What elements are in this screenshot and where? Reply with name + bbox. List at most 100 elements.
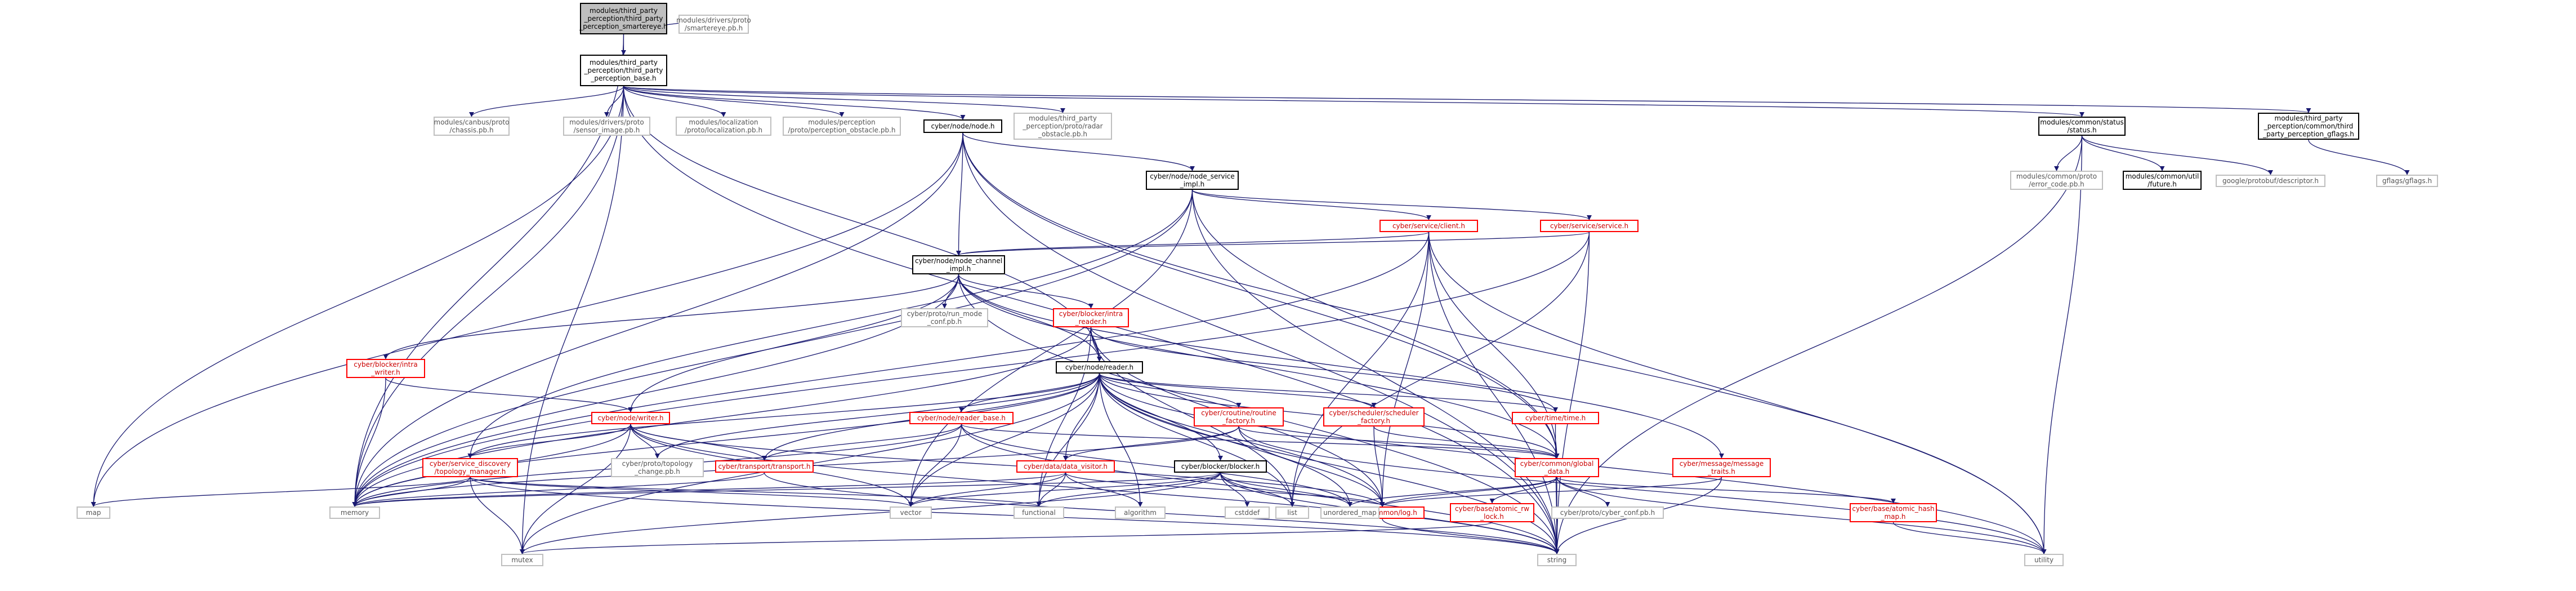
graph-node-client[interactable]: cyber/service/client.h [1379, 220, 1478, 232]
graph-node-cyberconf[interactable]: cyber/proto/cyber_conf.pb.h [1551, 506, 1664, 519]
edge-readerbase-to-string [961, 424, 1560, 554]
edge-schedfactory-to-globaldata [1373, 426, 1560, 459]
edge-status-to-future [2081, 135, 2165, 171]
graph-node-future[interactable]: modules/common/util /future.h [2123, 171, 2202, 190]
graph-node-nodeservice[interactable]: cyber/node/node_service _impl.h [1146, 171, 1239, 190]
edge-nodeh-to-map [91, 132, 963, 507]
graph-node-topochange[interactable]: cyber/proto/topology _change.pb.h [611, 458, 704, 477]
edge-blocker-to-functional [1036, 472, 1221, 507]
edge-writer-to-topochange [630, 424, 660, 459]
edge-status-to-utility [2041, 135, 2083, 554]
edge-blocker-to-list [1220, 472, 1295, 507]
graph-node-datavisitor[interactable]: cyber/data/data_visitor.h [1016, 460, 1115, 473]
graph-node-status[interactable]: modules/common/status /status.h [2038, 117, 2126, 136]
graph-node-utility[interactable]: utility [2024, 554, 2064, 566]
edge-blocker-to-memory [352, 472, 1221, 507]
edge-routinefactory-to-utility [1238, 426, 2047, 554]
edge-intrareader-to-timeh [1090, 327, 1558, 412]
edge-intrawriter-to-memory [352, 377, 386, 507]
graph-node-writer[interactable]: cyber/node/writer.h [591, 412, 670, 424]
edge-reader-to-functional [1036, 373, 1100, 507]
graph-node-sensorimage[interactable]: modules/drivers/proto /sensor_image.pb.h [563, 117, 650, 136]
graph-node-unorderedmap[interactable]: unordered_map [1320, 506, 1379, 519]
edge-service-to-nodechannel [956, 232, 1590, 256]
graph-node-smartereyepb[interactable]: modules/drivers/proto /smartereye.pb.h [676, 15, 751, 34]
graph-node-timeh[interactable]: cyber/time/time.h [1512, 412, 1599, 424]
edge-client-to-log [1379, 232, 1430, 507]
edge-datavisitor-to-memory [352, 472, 1066, 507]
graph-node-service[interactable]: cyber/service/service.h [1540, 220, 1639, 232]
edge-nodeservice-to-client [1191, 189, 1431, 220]
edge-base-to-map [91, 86, 624, 507]
edge-nodechannel-to-intrareader [958, 274, 1093, 309]
graph-node-localization[interactable]: modules/localization /proto/localization… [676, 117, 771, 136]
graph-node-runmode[interactable]: cyber/proto/run_mode _conf.pb.h [901, 308, 988, 327]
graph-node-cstddef[interactable]: cstddef [1225, 506, 1270, 519]
graph-node-errorcode[interactable]: modules/common/proto /error_code.pb.h [2010, 171, 2103, 190]
graph-node-descriptor[interactable]: google/protobuf/descriptor.h [2216, 175, 2325, 187]
edge-service-to-memory [352, 232, 1590, 507]
edge-topology-to-memory [352, 477, 471, 507]
graph-node-chassis[interactable]: modules/canbus/proto /chassis.pb.h [434, 117, 510, 136]
graph-node-blocker[interactable]: cyber/blocker/blocker.h [1174, 460, 1267, 473]
graph-node-nodechannel[interactable]: cyber/node/node_channel _impl.h [912, 255, 1005, 274]
graph-node-intrareader[interactable]: cyber/blocker/intra _reader.h [1053, 308, 1129, 327]
edge-reader-to-routinefactory [1099, 373, 1242, 408]
edge-atomicrw-to-mutex [520, 522, 1493, 554]
edge-status-to-string [1554, 135, 2083, 554]
graph-node-atomicrw[interactable]: cyber/base/atomic_rw _lock.h [1450, 503, 1534, 522]
edge-readerbase-to-vector [908, 424, 962, 507]
edge-nodeh-to-globaldata [962, 132, 1560, 459]
edge-readerbase-to-globaldata [961, 424, 1560, 459]
graph-node-transport[interactable]: cyber/transport/transport.h [715, 460, 814, 473]
graph-node-gflags[interactable]: gflags/gflags.h [2376, 175, 2438, 187]
edge-base-to-gflagsh [623, 86, 2311, 113]
edge-base-to-perceptionobstacle [623, 86, 845, 117]
graph-node-root[interactable]: modules/third_party _perception/third_pa… [579, 3, 668, 34]
graph-node-radarobstacle[interactable]: modules/third_party _perception/proto/ra… [1014, 113, 1112, 140]
edge-writer-to-topology [467, 424, 631, 459]
graph-node-mutex[interactable]: mutex [501, 554, 543, 566]
edge-base-to-localization [623, 86, 726, 117]
graph-node-routinefactory[interactable]: cyber/croutine/routine _factory.h [1194, 407, 1284, 426]
edge-reader-to-list [1099, 373, 1295, 507]
edge-nodechannel-to-writer [628, 274, 959, 412]
graph-node-topology[interactable]: cyber/service_discovery /topology_manage… [422, 458, 518, 477]
edge-nodechannel-to-intrawriter [383, 274, 959, 359]
edge-nodeh-to-memory [352, 132, 963, 507]
graph-node-intrawriter[interactable]: cyber/blocker/intra _writer.h [346, 359, 425, 378]
edge-routinefactory-to-log [1238, 426, 1385, 507]
edge-blocker-to-cstddef [1220, 472, 1250, 507]
graph-node-perceptionobstacle[interactable]: modules/perception /proto/perception_obs… [783, 117, 901, 136]
edge-writer-to-log [630, 424, 1385, 507]
edge-client-to-list [1289, 232, 1430, 507]
graph-node-nodeh[interactable]: cyber/node/node.h [923, 119, 1002, 133]
edge-datavisitor-to-algorithm [1065, 472, 1143, 507]
edge-base-to-nodeh [623, 86, 966, 120]
edge-reader-to-timeh [1099, 373, 1558, 412]
graph-node-base[interactable]: modules/third_party _perception/third_pa… [580, 55, 667, 86]
edge-nodeh-to-nodeservice [962, 132, 1195, 171]
graph-node-list[interactable]: list [1275, 506, 1309, 519]
graph-node-functional[interactable]: functional [1014, 506, 1064, 519]
edge-intrareader-to-functional [1036, 327, 1092, 507]
graph-node-schedfactory[interactable]: cyber/scheduler/scheduler _factory.h [1323, 407, 1425, 426]
graph-node-atomichash[interactable]: cyber/base/atomic_hash _map.h [1850, 503, 1937, 522]
graph-node-memory[interactable]: memory [329, 506, 380, 519]
graph-node-messagetraits[interactable]: cyber/message/message _traits.h [1672, 458, 1771, 477]
graph-node-vector[interactable]: vector [890, 506, 932, 519]
graph-node-readerbase[interactable]: cyber/node/reader_base.h [909, 412, 1014, 424]
graph-node-reader[interactable]: cyber/node/reader.h [1056, 361, 1143, 374]
edge-gflagsh-to-gflags [2308, 139, 2410, 175]
graph-node-map[interactable]: map [77, 506, 110, 519]
edge-service-to-string [1554, 232, 1590, 554]
edge-schedfactory-to-log [1373, 426, 1385, 507]
edge-client-to-nodechannel [956, 232, 1430, 256]
edge-transport-to-memory [352, 472, 765, 507]
edge-nodechannel-to-globaldata [958, 274, 1560, 459]
graph-node-gflagsh[interactable]: modules/third_party _perception/common/t… [2258, 113, 2359, 140]
graph-node-algorithm[interactable]: algorithm [1115, 506, 1166, 519]
graph-node-string[interactable]: string [1537, 554, 1577, 566]
graph-node-globaldata[interactable]: cyber/common/global _data.h [1515, 458, 1599, 477]
